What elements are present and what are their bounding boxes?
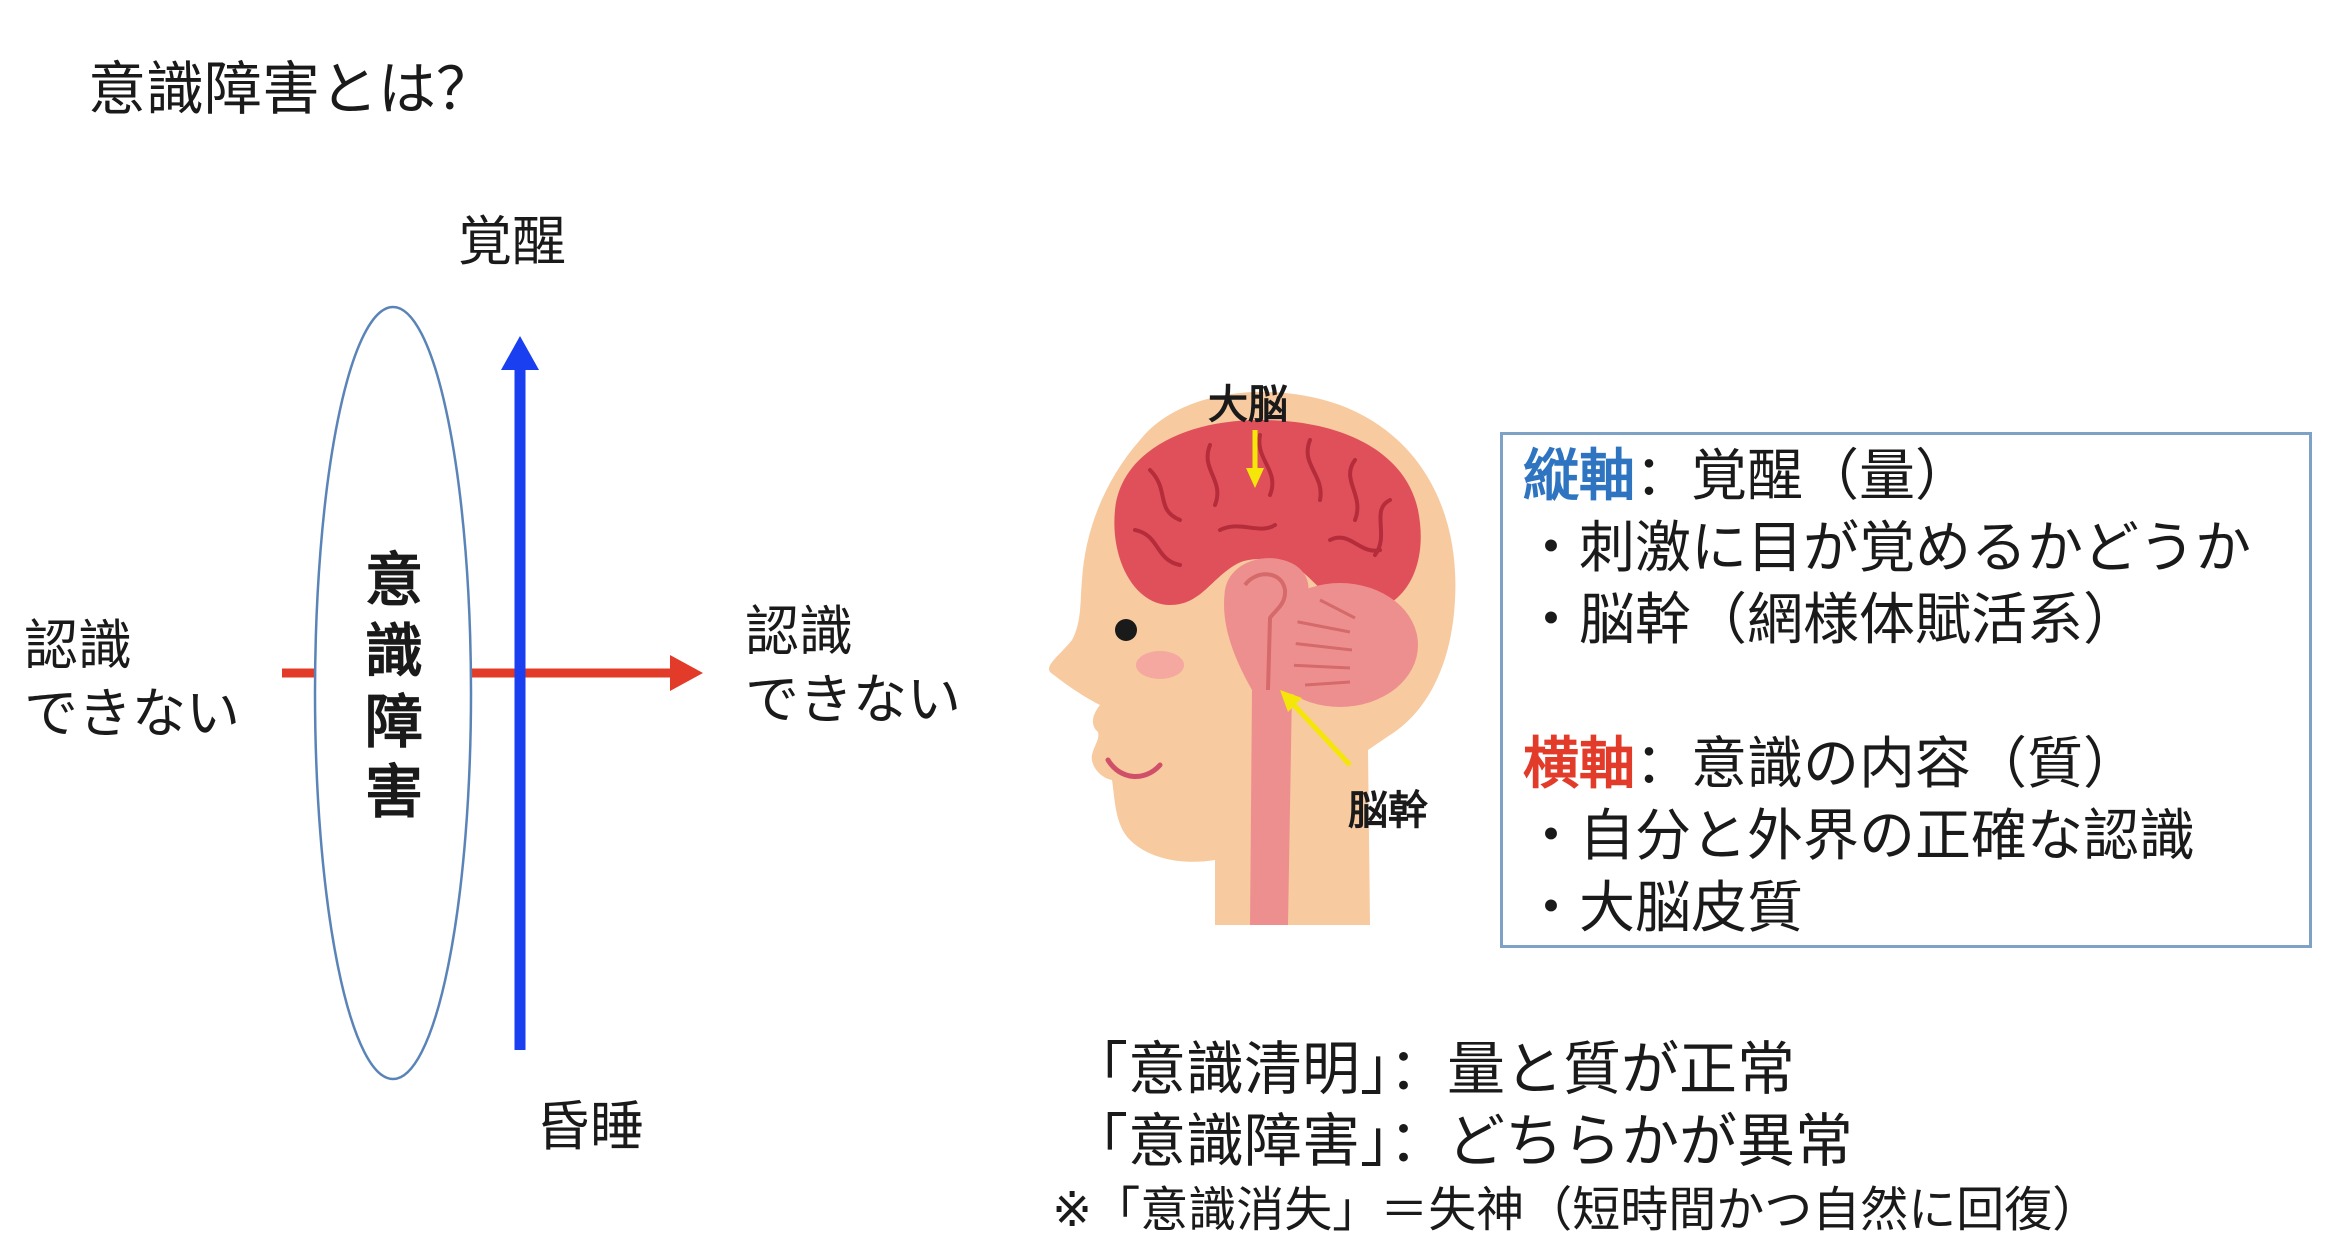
horizontal-axis-arrowhead	[670, 655, 703, 691]
vertical-axis-heading: 縦軸：覚醒（量）	[1523, 441, 2309, 513]
axis-label-left: 認識 できない	[24, 612, 240, 747]
spacer	[1523, 657, 2309, 729]
cerebrum-label: 大脳	[1208, 382, 1288, 428]
axis-label-coma: 昏睡	[536, 1095, 644, 1158]
definition-consciousness-disorder: 「意識障害」：どちらかが異常	[1070, 1107, 1854, 1175]
cerebrum-folds	[1133, 433, 1392, 567]
page-title: 意識障害とは？	[88, 55, 495, 123]
brainstem-label: 脳幹	[1348, 788, 1428, 834]
axis-label-left-line2: できない	[24, 681, 240, 745]
cheek	[1136, 651, 1184, 679]
axis-label-right-line2: できない	[745, 667, 961, 731]
horizontal-axis-item: ・大脳皮質	[1523, 876, 1803, 941]
vertical-axis-key: 縦軸	[1523, 444, 1635, 509]
axis-label-left-line1: 認識	[24, 614, 132, 677]
brainstem-pointer-arrow	[1290, 701, 1352, 767]
horizontal-axis-item: ・自分と外界の正確な認識	[1523, 804, 2195, 869]
eye	[1115, 619, 1137, 641]
definition-loss-of-consciousness: ※「意識消失」＝失神（短時間かつ自然に回復）	[1052, 1182, 2101, 1238]
consciousness-disorder-ellipse	[313, 305, 473, 1081]
horizontal-axis-desc: ：意識の内容（質）	[1635, 732, 2139, 797]
cerebellum-shape	[1262, 583, 1418, 707]
cerebrum-shape	[1114, 420, 1421, 612]
brainstem-pointer-arrowhead	[1280, 690, 1302, 712]
brainstem-inner	[1243, 572, 1288, 691]
horizontal-axis-heading: 横軸：意識の内容（質）	[1523, 729, 2309, 801]
brain-illustration	[1049, 391, 1456, 925]
cerebellum-folds	[1281, 598, 1356, 687]
axis-label-right: 認識 できない	[745, 598, 961, 733]
vertical-axis-desc: ：覚醒（量）	[1635, 444, 1971, 509]
vertical-axis-arrowhead	[501, 336, 539, 370]
vertical-axis-item: ・刺激に目が覚めるかどうか	[1523, 516, 2251, 581]
axis-label-right-line1: 認識	[745, 600, 853, 663]
axis-label-arousal: 覚醒	[458, 210, 566, 273]
vertical-axis-item: ・脳幹（網様体賦活系）	[1523, 588, 2139, 653]
cerebrum-pointer-arrowhead	[1246, 468, 1264, 488]
definition-clear-consciousness: 「意識清明」：量と質が正常	[1070, 1035, 1796, 1103]
brainstem-shape	[1224, 558, 1309, 925]
mouth	[1105, 757, 1163, 779]
ellipse-label: 意識障害	[364, 546, 423, 827]
horizontal-axis-key: 横軸	[1523, 732, 1635, 797]
axis-explanation-box: 縦軸：覚醒（量） ・刺激に目が覚めるかどうか ・脳幹（網様体賦活系） 横軸：意識…	[1500, 432, 2312, 948]
axis-diagram	[282, 305, 703, 1081]
